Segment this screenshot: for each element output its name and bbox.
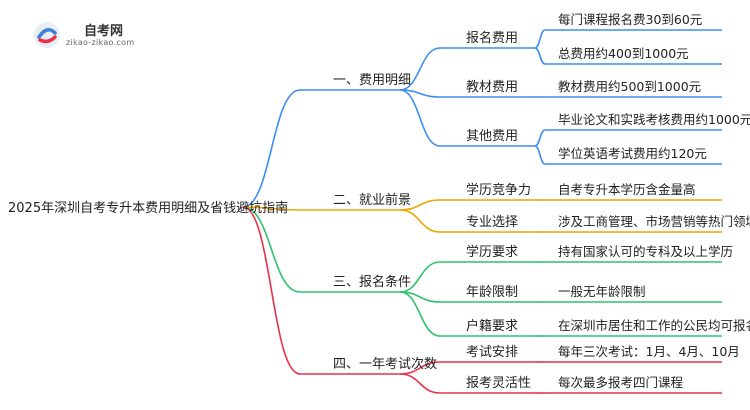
leaf-detail: 每门课程报名费30到60元 <box>558 12 702 27</box>
logo-icon <box>34 22 60 48</box>
subtopic: 专业选择 <box>466 215 518 230</box>
child-leaf-link <box>534 129 546 147</box>
subtopic: 学历竞争力 <box>466 182 531 198</box>
branch-child-link <box>399 291 441 337</box>
logo-subtitle: zikao-zikao.com <box>66 38 135 47</box>
branch-child-link <box>399 209 441 233</box>
root-branch-link <box>242 206 301 211</box>
branch-topic: 一、费用明细 <box>333 73 411 88</box>
root-topic: 2025年深圳自考专升本费用明细及省钱避坑指南 <box>8 200 288 216</box>
leaf-detail: 总费用约400到1000元 <box>558 46 689 61</box>
branch-child-link <box>399 261 441 293</box>
site-logo[interactable] <box>28 20 138 50</box>
subtopic: 年龄限制 <box>466 285 518 300</box>
leaf-detail: 自考专升本学历含金量高 <box>558 182 696 197</box>
subtopic: 教材费用 <box>466 79 518 95</box>
branch-child-link <box>399 373 441 394</box>
branch-child-link <box>399 47 441 91</box>
leaf-detail: 持有国家认可的专科及以上学历 <box>558 244 733 259</box>
root-branch-link <box>242 89 301 208</box>
leaf-detail: 每年三次考试：1月、4月、10月 <box>558 344 740 359</box>
branch-topic: 四、一年考试次数 <box>333 356 437 372</box>
child-leaf-link <box>534 29 546 49</box>
logo-title: 自考网 <box>84 24 124 39</box>
leaf-detail: 涉及工商管理、市场营销等热门领域 <box>558 214 750 229</box>
subtopic: 报考灵活性 <box>466 376 531 391</box>
root-branch-link <box>242 206 301 375</box>
leaf-detail: 毕业论文和实践考核费用约1000元 <box>558 112 750 127</box>
child-leaf-link <box>534 47 546 65</box>
subtopic: 学历要求 <box>466 244 518 260</box>
mind-map-links <box>242 29 722 394</box>
leaf-detail: 学位英语考试费用约120元 <box>558 146 707 161</box>
leaf-detail: 一般无年龄限制 <box>558 284 646 299</box>
branch-topic: 三、报名条件 <box>333 274 411 290</box>
leaf-detail: 教材费用约500到1000元 <box>558 79 701 94</box>
root-branch-link <box>242 206 301 293</box>
leaf-detail: 每次最多报考四门课程 <box>558 375 684 390</box>
subtopic: 户籍要求 <box>466 318 518 334</box>
subtopic: 考试安排 <box>466 345 518 360</box>
mind-map-nodes: 2025年深圳自考专升本费用明细及省钱避坑指南 一、费用明细 报名费用 每门课程报名费… <box>8 12 750 391</box>
child-leaf-link <box>534 145 546 165</box>
leaf-detail: 在深圳市居住和工作的公民均可报名 <box>558 318 750 333</box>
subtopic: 其他费用 <box>466 129 518 144</box>
branch-child-link <box>399 89 441 147</box>
subtopic: 报名费用 <box>466 30 518 46</box>
branch-topic: 二、就业前景 <box>333 192 411 208</box>
